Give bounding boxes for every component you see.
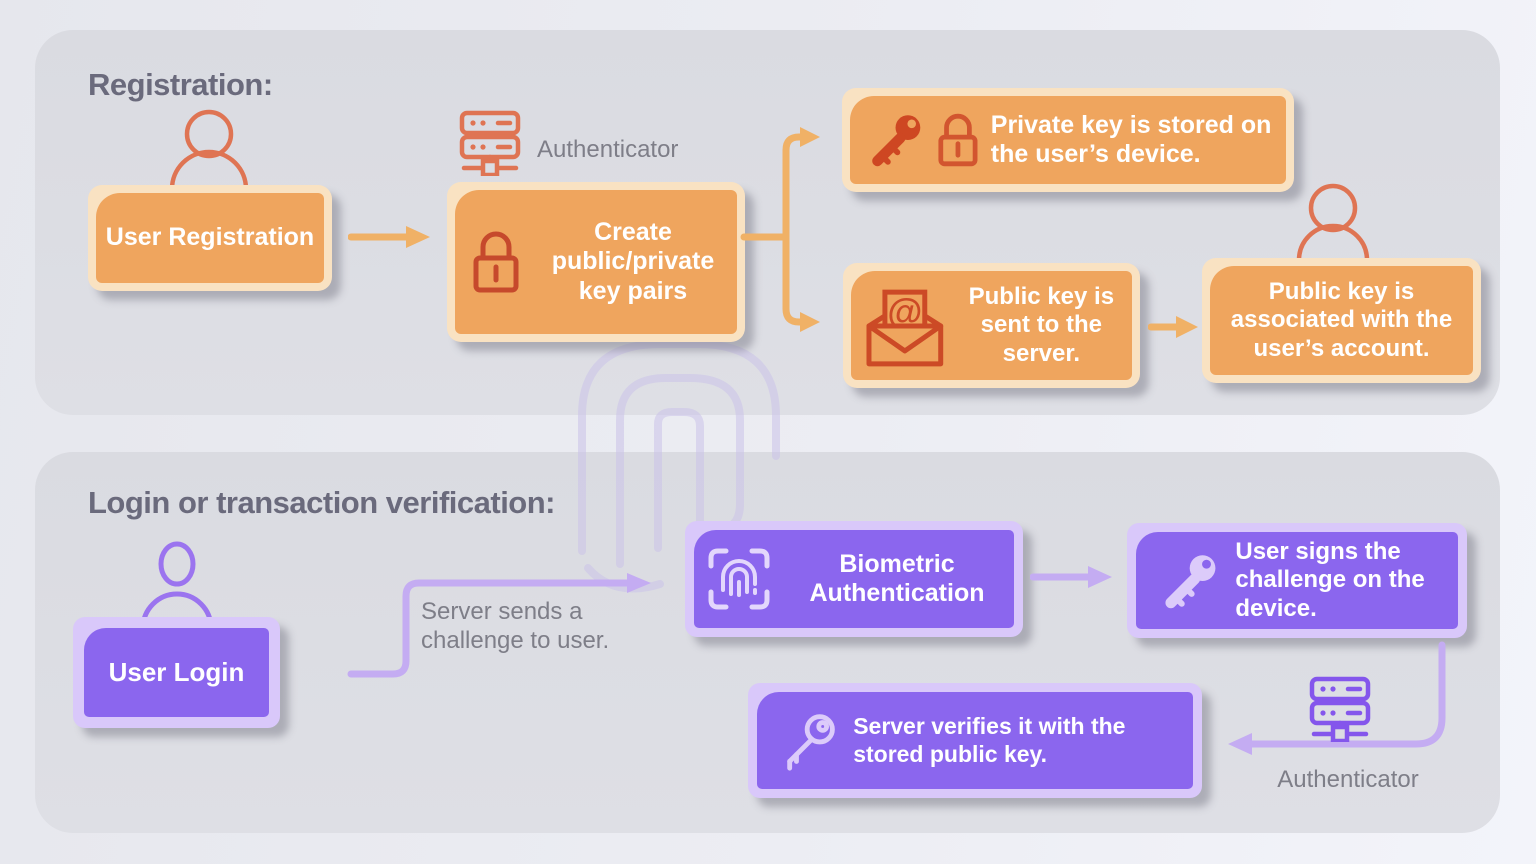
branch-connector [740, 127, 820, 332]
arrow-right-icon [1030, 566, 1112, 588]
biometric-auth-label: Biometric Authentication [809, 549, 985, 608]
biometric-auth-box: Biometric Authentication [685, 521, 1023, 637]
lock-icon [938, 113, 978, 167]
key-icon [872, 115, 921, 167]
user-icon [169, 109, 249, 190]
fingerprint-watermark [578, 340, 780, 593]
private-key-stored-label: Private key is stored on the user’s devi… [990, 110, 1272, 169]
registration-title: Registration: [88, 66, 273, 102]
arrow-right-icon [348, 226, 430, 248]
user-login-label: User Login [108, 657, 245, 688]
user-registration-label: User Registration [105, 223, 315, 252]
private-key-stored-box: Private key is stored on the user’s devi… [842, 88, 1294, 192]
key-icon [1165, 554, 1216, 608]
server-verifies-label: Server verifies it with the stored publi… [853, 713, 1126, 767]
challenge-connector [347, 573, 651, 678]
login-title: Login or transaction verification: [88, 484, 556, 520]
return-connector [1228, 641, 1446, 755]
public-key-sent-box: @ Public key is sent to the server. [843, 263, 1140, 388]
user-icon [1296, 183, 1370, 260]
user-registration-box: User Registration [88, 185, 332, 291]
envelope-at-icon: @ [866, 289, 944, 366]
create-keys-box: Create public/private key pairs [447, 182, 745, 342]
key-outline-icon [787, 713, 835, 771]
public-key-sent-label: Public key is sent to the server. [968, 283, 1115, 367]
server-icon [459, 110, 521, 176]
server-challenge-label: Server sends a challenge to user. [421, 598, 610, 655]
authenticator-label: Authenticator [537, 136, 679, 163]
user-signs-label: User signs the challenge on the device. [1235, 538, 1425, 622]
arrow-right-icon [1148, 316, 1198, 338]
public-key-associated-label: Public key is associated with the user’s… [1230, 278, 1453, 362]
server-icon [1309, 676, 1371, 742]
public-key-associated-box: Public key is associated with the user’s… [1202, 258, 1481, 383]
user-icon [140, 541, 214, 628]
create-keys-label: Create public/private key pairs [551, 217, 715, 305]
user-login-box: User Login [73, 617, 280, 728]
authenticator-label: Authenticator [1277, 766, 1419, 793]
server-verifies-box: Server verifies it with the stored publi… [748, 683, 1202, 798]
fingerprint-scan-icon [708, 548, 770, 610]
user-signs-box: User signs the challenge on the device. [1127, 523, 1467, 638]
lock-icon [473, 231, 519, 293]
